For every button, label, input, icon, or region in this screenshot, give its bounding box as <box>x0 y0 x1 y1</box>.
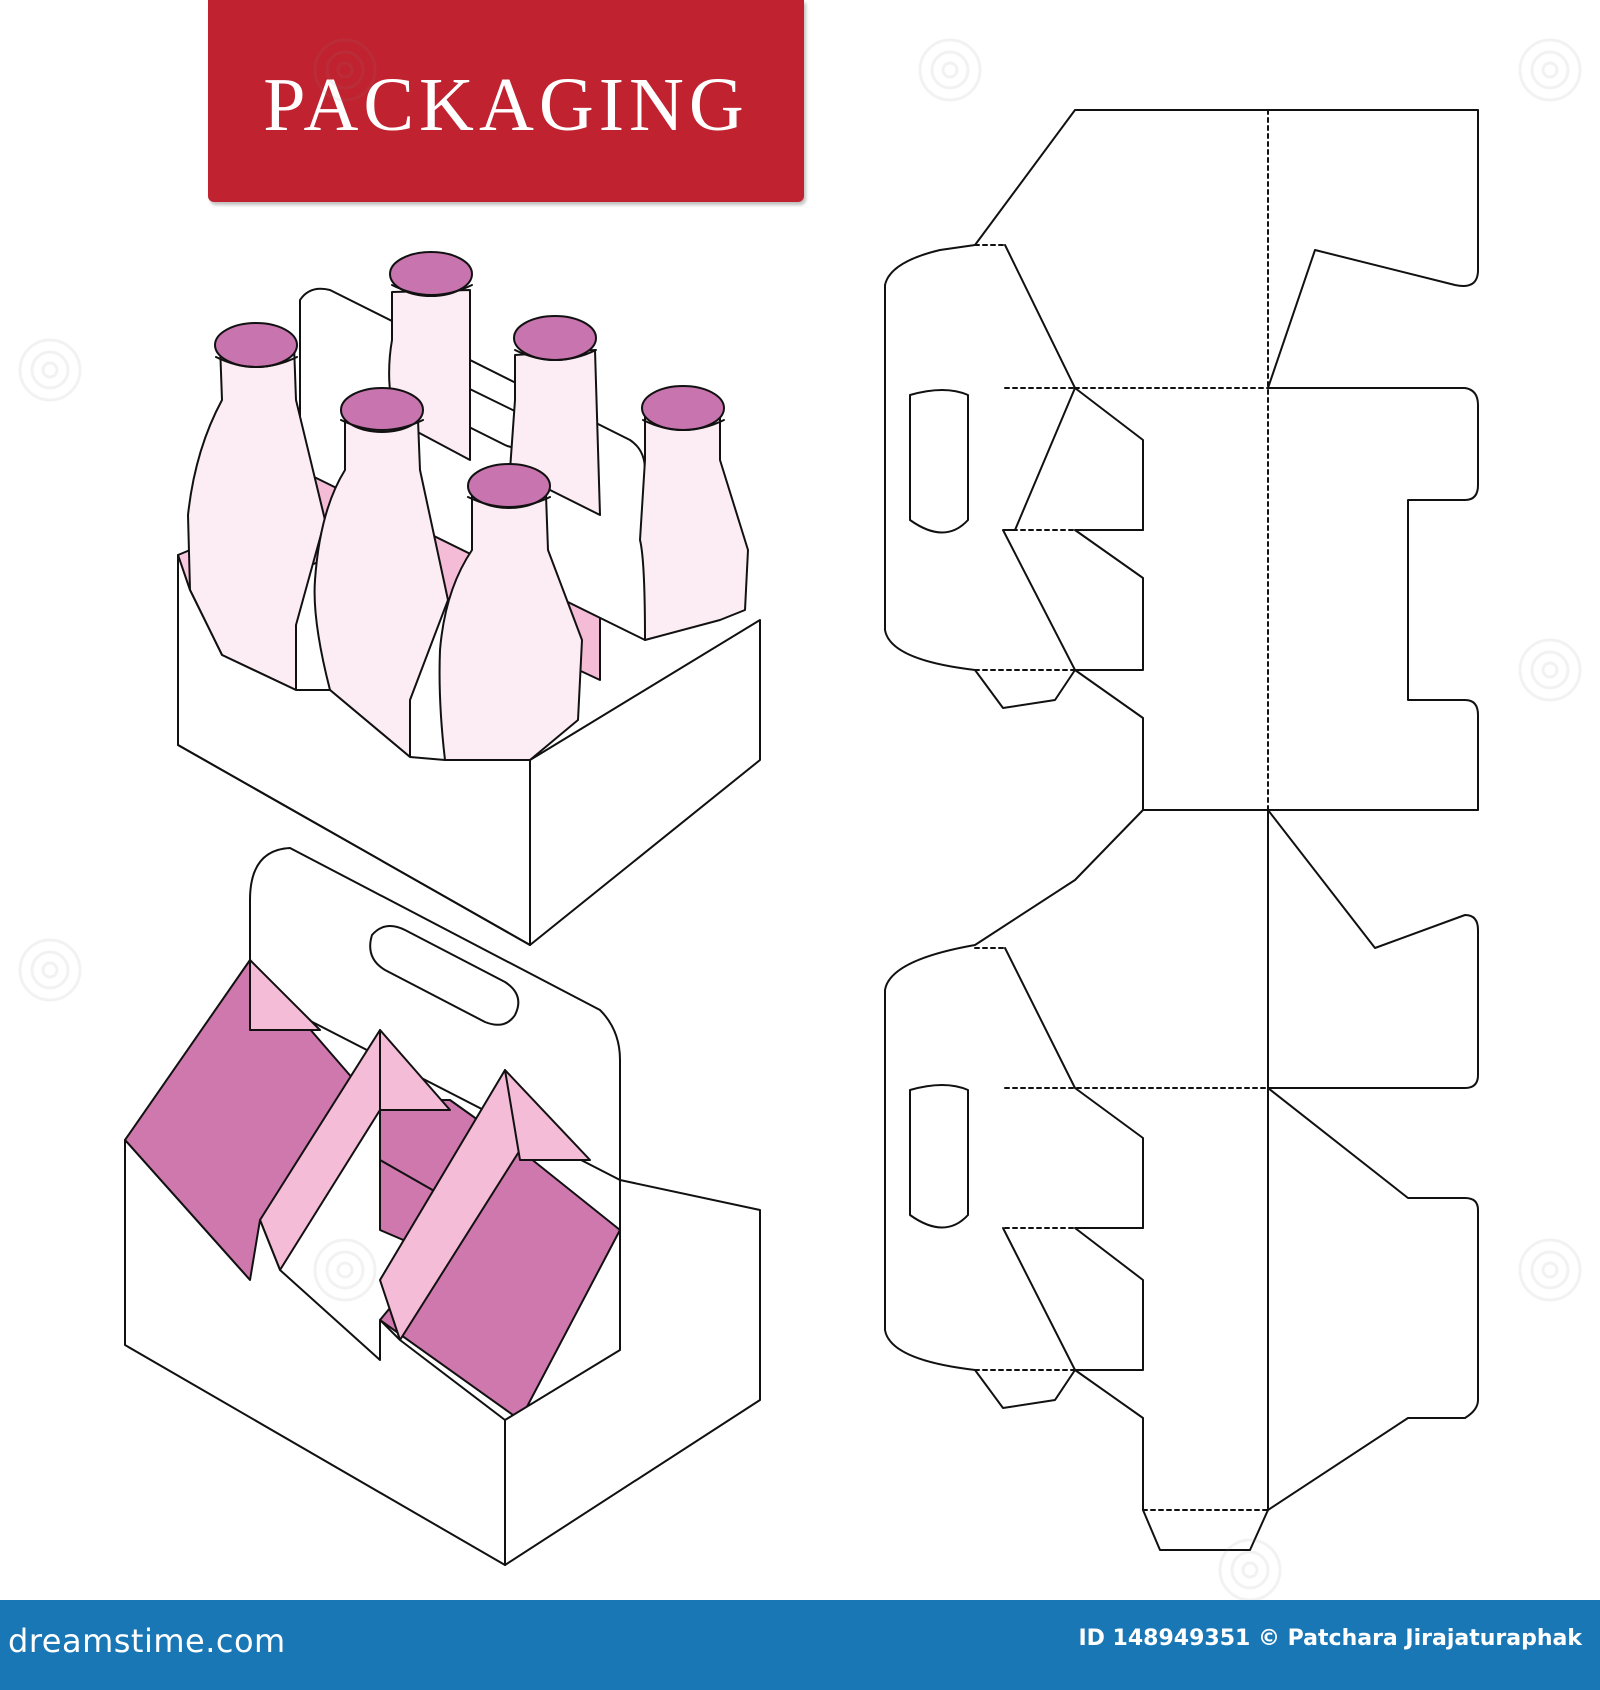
carrier-with-bottles <box>177 251 761 946</box>
dieline-bottom-half <box>884 809 1479 1551</box>
dieline-bottom-handle-hole <box>909 1084 969 1229</box>
footer-bar: dreamstime.com ID 148949351 © Patchara J… <box>0 1600 1600 1690</box>
divider-peak-light <box>379 1029 451 1111</box>
dieline-bottom-outline <box>884 809 1479 1551</box>
page-title: PACKAGING <box>263 62 749 147</box>
dieline-top-outline <box>884 109 1479 811</box>
dieline-bottom-inner <box>1002 947 1144 1371</box>
dieline-top-inner <box>1002 244 1144 671</box>
spiral-watermark-icon <box>313 1238 377 1302</box>
carrier-empty <box>124 847 761 1566</box>
bottle-middle <box>313 387 449 758</box>
spiral-watermark-icon <box>18 938 82 1002</box>
spiral-watermark-icon <box>1218 1538 1282 1602</box>
packaging-illustration <box>124 109 1479 1566</box>
empty-carrier-left-wall <box>124 1139 506 1566</box>
divider-peak-right-light <box>504 1069 591 1161</box>
spiral-watermark-icon <box>1518 38 1582 102</box>
spiral-watermark-icon <box>18 338 82 402</box>
bottle-front <box>438 463 583 806</box>
title-banner: PACKAGING <box>208 0 804 202</box>
divider-left-light <box>249 959 321 1031</box>
footer-credit: ID 148949351 © Patchara Jirajaturaphak <box>1078 1626 1582 1651</box>
spiral-watermark-icon <box>1518 638 1582 702</box>
empty-carrier-handle-hole <box>369 925 520 1026</box>
spiral-watermark-icon <box>918 38 982 102</box>
dieline-top-half <box>884 109 1479 811</box>
footer-logo[interactable]: dreamstime.com <box>8 1622 286 1660</box>
spiral-watermark-icon <box>313 38 377 102</box>
bottle-right-front <box>639 385 749 641</box>
bottle-left-back <box>187 322 326 691</box>
dieline-top-handle-hole <box>909 389 969 534</box>
spiral-watermark-icon <box>1518 1238 1582 1302</box>
